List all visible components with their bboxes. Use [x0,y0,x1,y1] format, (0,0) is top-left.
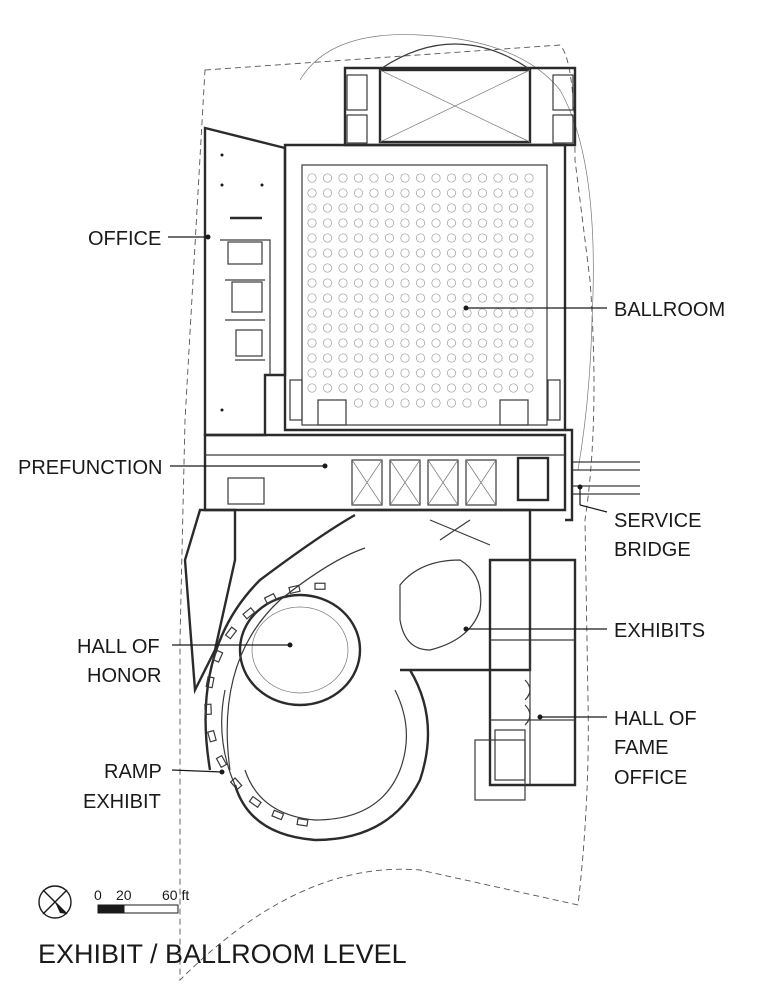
label-ramp-exhibit-1: RAMP [104,761,162,783]
hall-of-honor-leader-dot [287,642,293,648]
ramp-exhibit-leader-dot [219,769,225,775]
ballroom-leader-dot [463,305,469,311]
north-arrow-icon [38,885,72,919]
plan-title: EXHIBIT / BALLROOM LEVEL [38,939,407,969]
exhibit-zone [183,508,532,842]
hall-of-fame-office [474,558,577,801]
scale-tick-20: 20 [116,887,132,903]
label-hall-of-honor-2: HONOR [87,665,161,687]
label-ballroom: BALLROOM [614,299,725,321]
prefunction-corridor [203,433,567,512]
prefunction-leader-dot [322,463,328,469]
label-hall-of-honor-1: HALL OF [77,636,160,658]
exhibits-leader-dot [463,626,469,632]
ballroom-north-block [343,43,577,147]
service-bridge-leader [579,504,608,513]
office-wing [203,126,287,437]
scale-tick-60: 60 ft [162,887,189,903]
label-hall-of-fame-office-2: FAME [614,737,668,759]
label-service-bridge-1: SERVICE [614,510,701,532]
office-leader-dot [205,234,211,240]
scale-bar: 0 20 60 ft [94,887,189,914]
ballroom-room [283,143,567,432]
hall-of-fame-office-leader-dot [537,714,543,720]
label-hall-of-fame-office-3: OFFICE [614,767,687,789]
ramp-exhibit-leader [171,769,223,773]
label-exhibits: EXHIBITS [614,620,705,642]
site-boundary [179,44,595,982]
label-hall-of-fame-office-1: HALL OF [614,708,697,730]
label-office: OFFICE [88,228,161,250]
outer-curve-east [299,34,594,471]
label-prefunction: PREFUNCTION [18,457,162,479]
service-bridge [565,428,640,522]
label-ramp-exhibit-2: EXHIBIT [83,791,161,813]
label-service-bridge-2: BRIDGE [614,539,691,561]
scale-tick-0: 0 [94,887,102,903]
